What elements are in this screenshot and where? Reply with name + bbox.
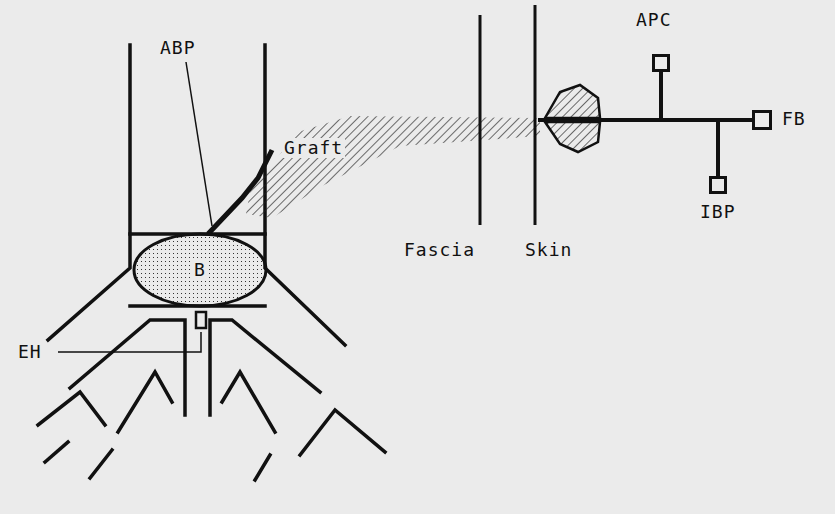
layer-label: Skin	[523, 240, 574, 260]
skin-line	[534, 5, 537, 225]
bronchus	[210, 320, 320, 415]
catheter-branch	[661, 72, 752, 120]
transducer-square	[709, 176, 727, 194]
bronchus	[118, 372, 172, 432]
abp-tube	[208, 150, 272, 234]
layer-label: Fascia	[402, 240, 477, 260]
transducer-label: APC	[636, 10, 672, 30]
balloon-label: B	[192, 260, 208, 280]
trachea-wall	[48, 45, 130, 340]
balloon-node: B	[132, 232, 268, 308]
bronchus	[45, 442, 68, 462]
transducer-square	[652, 54, 670, 72]
transducer-label: FB	[782, 109, 806, 129]
transducer-node: IBP	[695, 176, 745, 226]
bronchus	[222, 372, 275, 432]
eh-sensor	[196, 312, 206, 328]
graft-hatching	[246, 116, 540, 218]
catheter-line	[538, 118, 664, 122]
catheter-branch	[718, 120, 752, 176]
fascia-line	[479, 15, 482, 225]
bronchus	[38, 392, 105, 425]
transducer-node: APC	[636, 10, 696, 74]
leader-line	[58, 332, 201, 352]
cuff-line	[130, 234, 265, 306]
bronchus	[90, 450, 270, 480]
transducer-square	[752, 110, 772, 130]
part-label: ABP	[158, 38, 198, 58]
bronchus	[300, 410, 385, 455]
transducer-node: FB	[752, 108, 812, 134]
leader-line	[186, 62, 212, 226]
part-label: Graft	[282, 138, 345, 158]
part-label: EH	[16, 342, 44, 362]
transducer-label: IBP	[700, 202, 736, 222]
